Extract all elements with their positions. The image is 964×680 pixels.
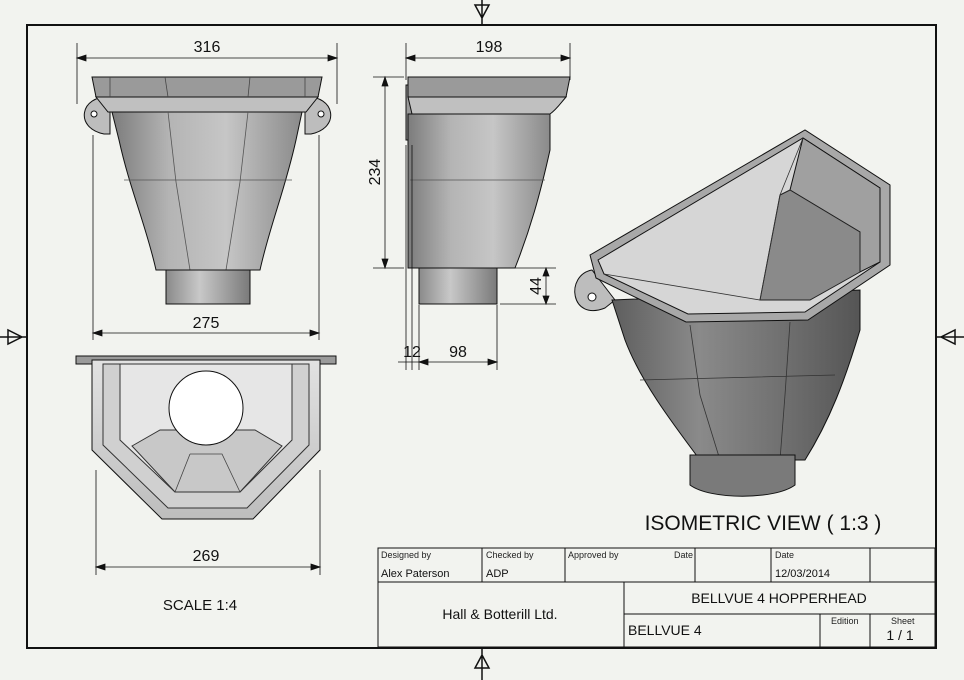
date-value: 12/03/2014 bbox=[775, 568, 830, 580]
dim-top-width: 316 bbox=[194, 39, 221, 56]
checked-by-value: ADP bbox=[486, 568, 509, 580]
company-name: Hall & Botterill Ltd. bbox=[442, 606, 557, 622]
approved-by-label: Approved by bbox=[568, 550, 619, 560]
dim-outlet-width: 98 bbox=[449, 344, 467, 361]
dimension-lines bbox=[75, 43, 572, 575]
edition-label: Edition bbox=[831, 616, 859, 626]
drawing-number: BELLVUE 4 bbox=[628, 622, 702, 638]
plan-view bbox=[75, 355, 337, 520]
scale-label: SCALE 1:4 bbox=[163, 597, 237, 614]
sheet-label: Sheet bbox=[891, 616, 915, 626]
iso-view-title: ISOMETRIC VIEW ( 1:3 ) bbox=[645, 512, 882, 535]
dim-bracket-offset: 12 bbox=[403, 344, 421, 361]
title-block bbox=[377, 547, 936, 648]
designed-by-label: Designed by bbox=[381, 550, 432, 560]
sheet-value: 1 / 1 bbox=[886, 627, 913, 643]
dim-bottom-width: 275 bbox=[193, 315, 220, 332]
front-view bbox=[84, 76, 331, 305]
approval-date-label: Date bbox=[674, 550, 693, 560]
designed-by-value: Alex Paterson bbox=[381, 568, 449, 580]
title-block-text: Designed by Alex Paterson Checked by ADP… bbox=[381, 550, 915, 643]
date-label: Date bbox=[775, 550, 794, 560]
dim-plan-width: 269 bbox=[193, 548, 220, 565]
dim-outlet-height: 44 bbox=[528, 277, 545, 295]
drawing-title: BELLVUE 4 HOPPERHEAD bbox=[691, 590, 867, 606]
checked-by-label: Checked by bbox=[486, 550, 534, 560]
side-view bbox=[405, 76, 571, 305]
isometric-view bbox=[574, 129, 891, 497]
dim-side-width: 198 bbox=[476, 39, 503, 56]
dimension-texts: 316 275 198 234 44 12 98 269 SCALE 1:4 I… bbox=[163, 39, 882, 614]
dim-height: 234 bbox=[367, 159, 384, 186]
